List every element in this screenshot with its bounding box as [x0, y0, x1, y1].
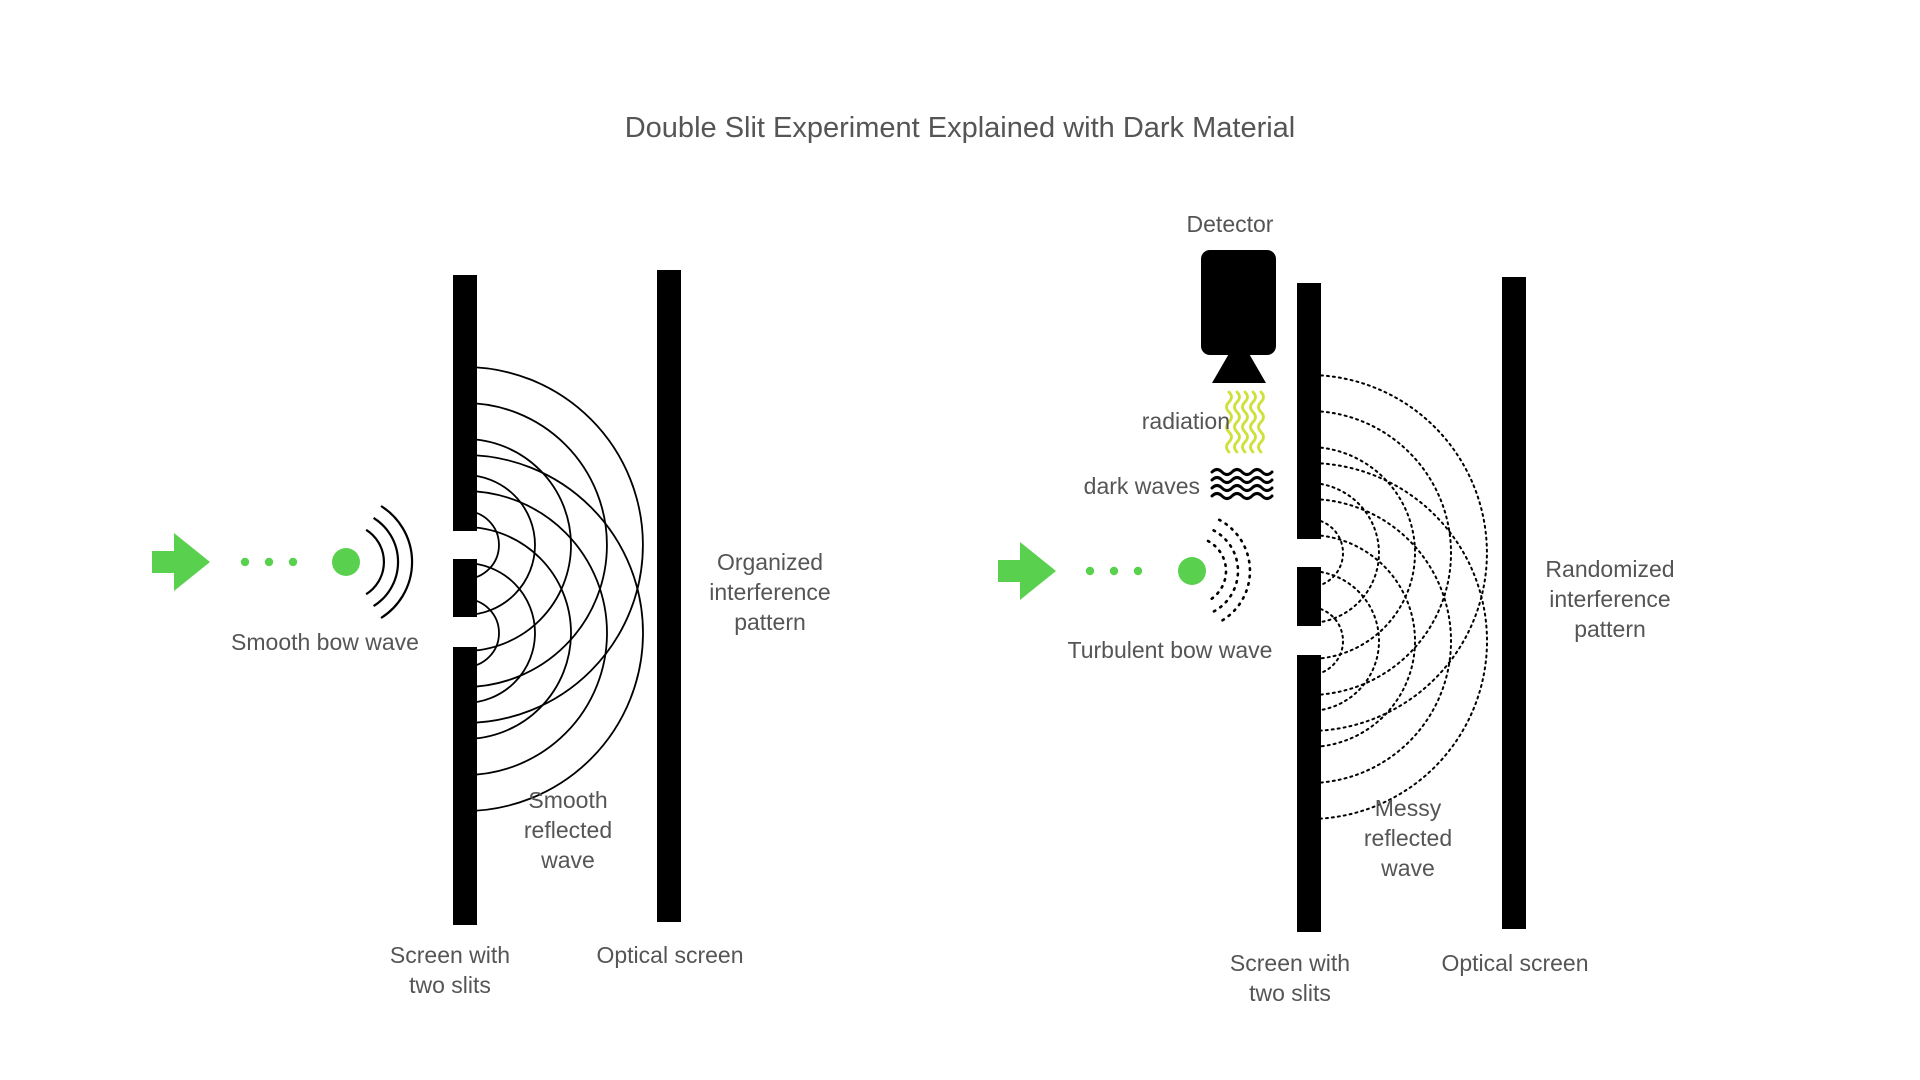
right-slit-screen-middle	[1297, 567, 1321, 626]
left-slit-screen-top	[453, 275, 477, 531]
radiation-squiggle	[1257, 390, 1265, 454]
left-bow-wave-arc-2	[373, 516, 400, 608]
left-bow-wave-label: Smooth bow wave	[231, 629, 419, 655]
right-bow-wave-arc-1	[1206, 539, 1228, 603]
dark-waves-label: dark waves	[1083, 473, 1200, 499]
left-particle	[332, 548, 360, 576]
left-trail-dot	[240, 557, 250, 567]
right-reflected-label: Messy reflected wave	[1363, 795, 1453, 881]
right-incoming-arrow	[998, 542, 1056, 600]
left-slit-screen-middle	[453, 559, 477, 617]
dark-wave-line	[1210, 484, 1274, 492]
left-bow-wave-arc-1	[365, 528, 385, 596]
diagram-title: Double Slit Experiment Explained with Da…	[624, 112, 1296, 144]
right-upper-slit-wave-arc-3	[1308, 446, 1416, 660]
detector-body	[1201, 250, 1276, 355]
right-lower-slit-wave-arc-2	[1308, 570, 1380, 712]
radiation-squiggle	[1249, 390, 1257, 454]
left-upper-slit-wave-arc-3	[464, 438, 572, 652]
right-interference-label: Randomized interference pattern	[1545, 556, 1675, 642]
radiation-squiggle	[1233, 390, 1241, 454]
radiation-squiggle	[1225, 390, 1233, 454]
left-optical-screen	[657, 270, 681, 922]
detector-label: Detector	[1186, 211, 1274, 237]
radiation-squiggle	[1241, 390, 1249, 454]
right-optical-screen-label: Optical screen	[1441, 950, 1589, 976]
right-bow-wave-label: Turbulent bow wave	[1067, 637, 1273, 663]
left-trail-dot	[288, 557, 298, 567]
left-upper-slit-wave-arc-4	[464, 402, 608, 688]
right-upper-slit-wave-arc-2	[1308, 482, 1380, 624]
left-upper-slit-wave-arc-1	[464, 510, 500, 580]
right-upper-slit-wave-arc-1	[1308, 518, 1344, 588]
left-reflected-label: Smooth reflected wave	[523, 787, 613, 873]
right-particle	[1178, 557, 1206, 585]
radiation-label: radiation	[1141, 408, 1230, 434]
left-lower-slit-wave-arc-3	[464, 526, 572, 740]
dark-wave-line	[1210, 492, 1274, 500]
right-trail-dot	[1109, 566, 1119, 576]
left-lower-slit-wave-arc-4	[464, 490, 608, 776]
right-upper-slit-wave-arc-5	[1308, 374, 1488, 732]
left-upper-slit-wave-arc-2	[464, 474, 536, 616]
right-slit-screen-label: Screen with two slits	[1229, 950, 1351, 1006]
right-upper-slit-wave-arc-4	[1308, 410, 1452, 696]
left-optical-screen-label: Optical screen	[596, 942, 744, 968]
right-bow-wave-arc-3	[1217, 518, 1252, 624]
left-bow-wave-arc-3	[380, 505, 414, 619]
right-trail-dot	[1133, 566, 1143, 576]
left-incoming-arrow	[152, 533, 210, 591]
dark-wave-line	[1210, 468, 1274, 476]
left-trail-dot	[264, 557, 274, 567]
right-lower-slit-wave-arc-5	[1308, 462, 1488, 820]
left-lower-slit-wave-arc-5	[464, 454, 644, 812]
right-trail-dot	[1085, 566, 1095, 576]
right-slit-screen-bottom	[1297, 655, 1321, 932]
left-slit-screen-label: Screen with two slits	[389, 942, 511, 998]
right-lower-slit-wave-arc-4	[1308, 498, 1452, 784]
right-optical-screen	[1502, 277, 1526, 929]
left-lower-slit-wave-arc-2	[464, 562, 536, 704]
right-lower-slit-wave-arc-1	[1308, 606, 1344, 676]
left-lower-slit-wave-arc-1	[464, 598, 500, 668]
right-lower-slit-wave-arc-3	[1308, 534, 1416, 748]
left-interference-label: Organized interference pattern	[709, 549, 831, 635]
dark-wave-line	[1210, 476, 1274, 484]
right-slit-screen-top	[1297, 283, 1321, 539]
left-slit-screen-bottom	[453, 647, 477, 925]
left-upper-slit-wave-arc-5	[464, 366, 644, 724]
